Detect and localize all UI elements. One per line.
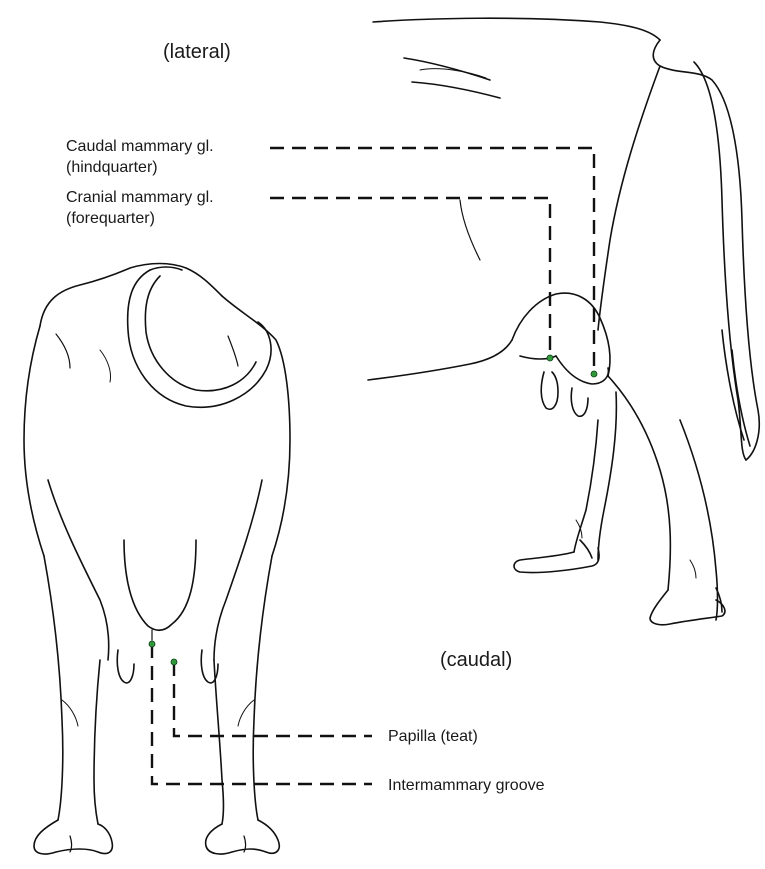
label-intermammary-groove: Intermammary groove <box>388 776 545 796</box>
label-caudal-gland: Caudal mammary gl. <box>66 137 214 157</box>
marker-cranial-gland <box>547 355 553 361</box>
leader-groove <box>152 644 372 784</box>
leader-caudal-gland <box>270 148 594 374</box>
label-caudal-gland-sub: (hindquarter) <box>66 158 158 178</box>
leader-teat <box>174 662 372 736</box>
lateral-cow-outline <box>368 18 759 625</box>
label-teat: Papilla (teat) <box>388 727 478 747</box>
caudal-cow-outline <box>24 264 290 855</box>
marker-caudal-gland <box>591 371 597 377</box>
label-cranial-gland-sub: (forequarter) <box>66 209 155 229</box>
marker-teat <box>171 659 177 665</box>
label-cranial-gland: Cranial mammary gl. <box>66 188 214 208</box>
leader-cranial-gland <box>270 198 550 358</box>
view-label-lateral: (lateral) <box>163 40 231 64</box>
marker-groove <box>149 641 155 647</box>
view-label-caudal: (caudal) <box>440 648 512 672</box>
